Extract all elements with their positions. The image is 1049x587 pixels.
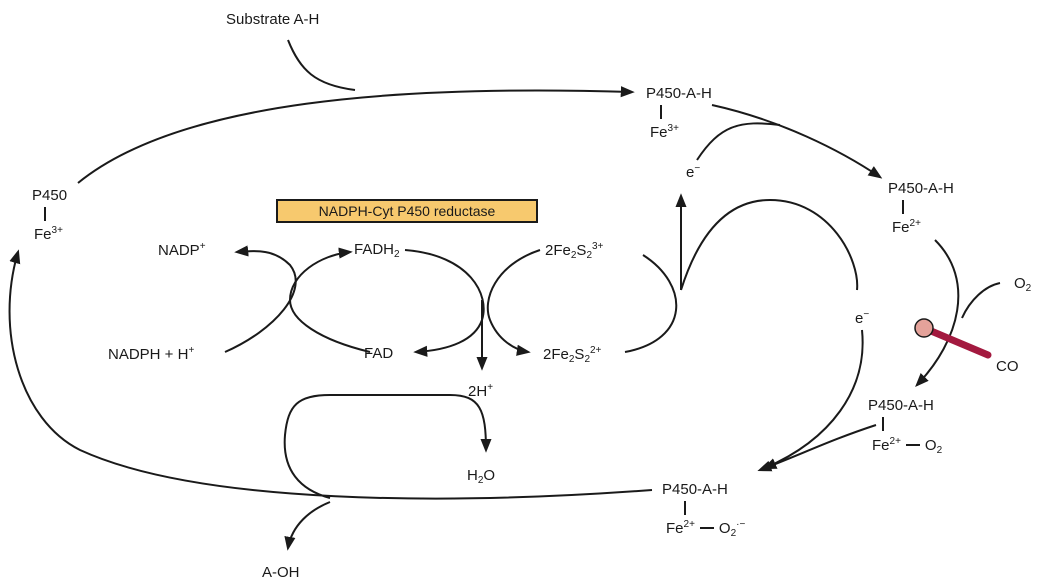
cycle-arrow-p450-to-substrate-bound <box>77 86 635 184</box>
p450-ah-fe2-bond <box>902 200 904 214</box>
cycle-arrow-product-release <box>8 249 653 500</box>
o2-entry-arrow <box>961 282 1001 319</box>
fes-reduction-arrow <box>486 249 541 356</box>
fad-reduction-arrow <box>288 247 371 353</box>
electron-1-arrow <box>696 122 781 161</box>
electron-2-delivery-arrow <box>762 329 864 470</box>
p450-ah-fe3-iron: Fe3+ <box>650 123 679 141</box>
electron-2-label: e− <box>855 309 870 327</box>
nadp-label: NADP+ <box>158 241 206 259</box>
fes-reduced-label: 2Fe2S22+ <box>543 345 602 365</box>
cycle-arrow-reduction-1 <box>711 104 883 179</box>
protons-label: 2H+ <box>468 382 494 400</box>
nadph-label: NADPH + H+ <box>108 345 195 363</box>
oxygen-label: O2 <box>1014 275 1032 294</box>
cycle-arrow-o2-binding <box>915 239 960 388</box>
fad-label: FAD <box>364 345 394 362</box>
co-label: CO <box>996 358 1019 375</box>
fadh2-label: FADH2 <box>354 241 400 260</box>
nadph-oxidation-arrow <box>224 245 297 353</box>
p450-resting-bond <box>44 207 46 221</box>
substrate-entry-arrow <box>287 39 356 91</box>
p450-resting-name: P450 <box>32 187 68 204</box>
p450-ah-fe3-name: P450-A-H <box>646 85 712 102</box>
substrate-label: Substrate A-H <box>226 11 320 28</box>
fadh2-oxidation-arrow <box>404 249 485 357</box>
p450-ah-fe2-o2r-name: P450-A-H <box>662 481 728 498</box>
p450-ah-fe3-bond <box>660 105 662 119</box>
product-release-arrow <box>284 501 331 551</box>
product-label: A-OH <box>262 564 300 581</box>
co-inhibition-ball <box>914 318 934 338</box>
p450-ah-fe2-o2r-iron: Fe2+O2·− <box>666 519 746 539</box>
enzyme-label: NADPH-Cyt P450 reductase <box>318 203 496 219</box>
p450-resting-iron: Fe3+ <box>34 225 63 243</box>
fes-oxidized-label: 2Fe2S23+ <box>545 241 604 261</box>
water-formation-loop <box>283 394 492 499</box>
p450-ah-fe2-name: P450-A-H <box>888 180 954 197</box>
electron-2-loop-arrow <box>680 198 859 291</box>
p450-ah-fe2-o2-iron: Fe2+O2 <box>872 436 943 456</box>
p450-ah-fe2-o2r-bond <box>684 501 686 515</box>
water-label: H2O <box>467 467 496 486</box>
fes-oxidation-arrow <box>624 254 678 353</box>
p450-ah-fe2-iron: Fe2+ <box>892 218 921 236</box>
p450-ah-fe2-o2-bond <box>882 417 884 431</box>
enzyme-label-box: NADPH-Cyt P450 reductase <box>276 199 538 223</box>
p450-ah-fe2-o2-name: P450-A-H <box>868 397 934 414</box>
co-inhibition-bar <box>920 324 992 359</box>
electron-1-label: e− <box>686 163 701 181</box>
